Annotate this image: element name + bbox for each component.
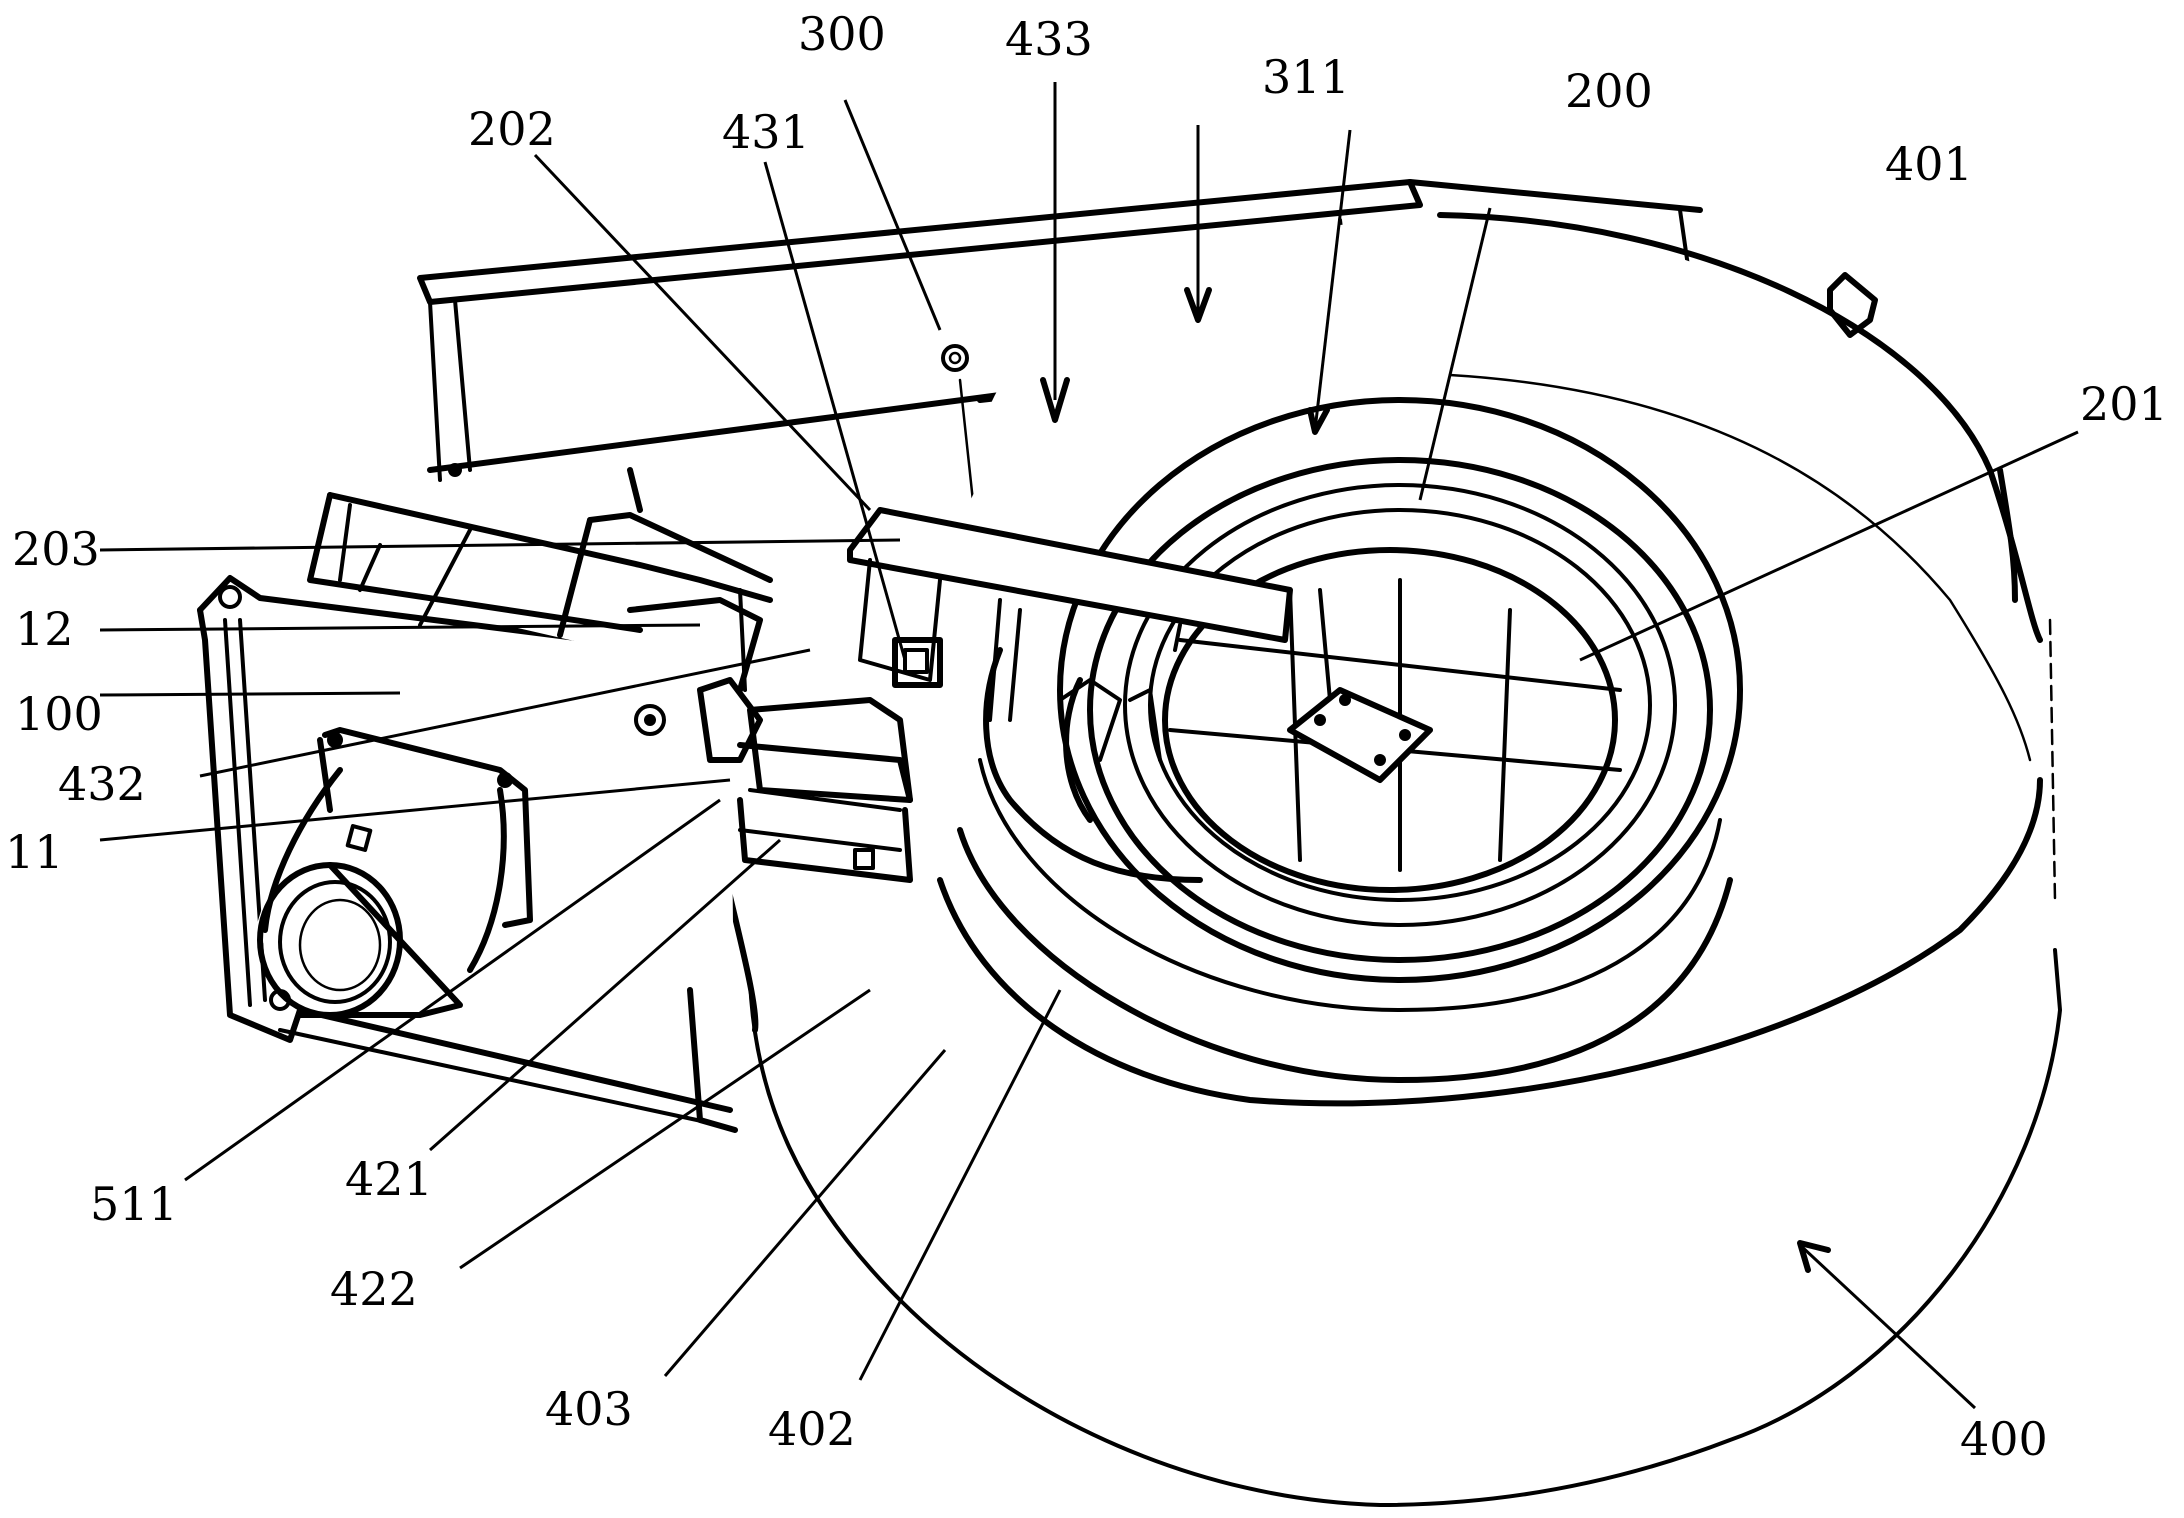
label-401: 401 [1885, 137, 1973, 191]
leader-201 [1579, 430, 2079, 662]
leader-100 [99, 691, 401, 697]
leader-511 [184, 798, 721, 1182]
top-box-12 [307, 467, 790, 736]
leader-432 [199, 648, 811, 778]
label-11: 11 [5, 825, 64, 879]
label-200: 200 [1565, 64, 1653, 118]
label-202: 202 [468, 102, 556, 156]
motor [255, 727, 533, 1018]
leader-203 [99, 538, 901, 552]
label-311: 311 [1262, 50, 1350, 104]
leader-400 [1798, 1243, 1977, 1410]
leader-401 [1418, 207, 1492, 501]
label-421: 421 [345, 1152, 433, 1206]
reference-labels: 300 433 202 431 311 200 401 201 203 12 1… [5, 7, 2168, 1466]
impeller-rings [957, 397, 1743, 1083]
leader-422 [459, 988, 871, 1270]
arrow-311 [1184, 287, 1212, 323]
label-422: 422 [330, 1262, 418, 1316]
label-100: 100 [15, 687, 103, 741]
leader-11 [99, 778, 731, 842]
label-511: 511 [90, 1177, 178, 1231]
label-433: 433 [1005, 12, 1093, 66]
leader-202 [533, 153, 872, 512]
leader-200 [1313, 129, 1352, 431]
label-12: 12 [15, 602, 74, 656]
label-300: 300 [798, 7, 886, 61]
label-400: 400 [1960, 1412, 2048, 1466]
leader-431 [763, 161, 907, 661]
label-432: 432 [58, 757, 146, 811]
inlet-grille [1168, 578, 1622, 872]
arrow-200 [1307, 407, 1330, 435]
label-402: 402 [768, 1402, 856, 1456]
leader-421 [429, 838, 781, 1152]
label-403: 403 [545, 1382, 633, 1436]
label-203: 203 [12, 522, 100, 576]
leader-300 [843, 99, 942, 331]
curved-support [983, 647, 1203, 883]
leader-12 [99, 623, 701, 632]
label-431: 431 [722, 105, 810, 159]
leader-lines [99, 82, 2079, 1410]
arrow-433 [1040, 377, 1070, 423]
leader-403 [663, 1049, 947, 1377]
leader-402 [858, 989, 1062, 1381]
label-201: 201 [2080, 377, 2168, 431]
connector-box [697, 677, 920, 883]
arrow-400 [1797, 1240, 1831, 1273]
